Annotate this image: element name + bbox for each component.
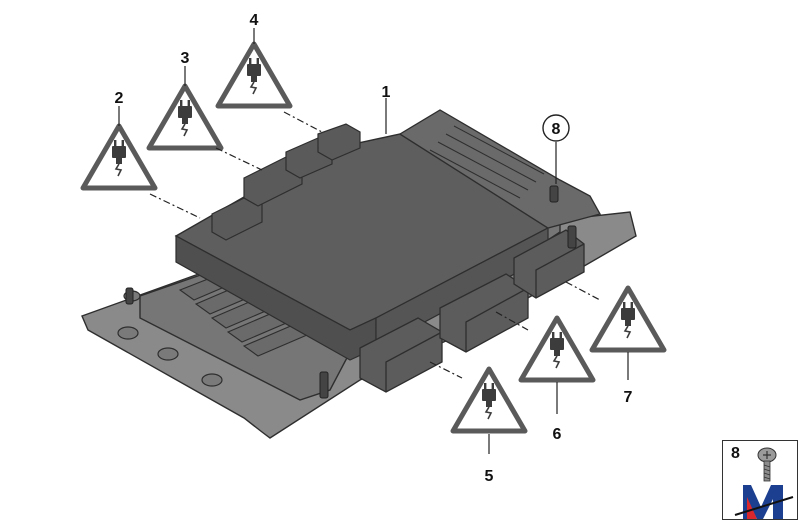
connector-6 [439,273,529,353]
connector-7 [513,229,585,299]
callout-8-circle: 8 [542,114,570,142]
warning-icon-2 [83,126,155,188]
callout-8: 8 [552,121,561,138]
warning-icon-5 [453,369,525,431]
rear-connectors [211,123,361,241]
screw-icon [757,447,777,482]
legend-graphic [734,447,794,519]
warning-icon-4 [218,44,290,106]
leader-lines [118,28,629,454]
clips [125,185,577,399]
callout-1: 1 [382,84,391,101]
right-fins [429,125,545,199]
connector-5 [359,317,443,393]
legend-part-number: 8 [731,445,740,462]
warning-icon-6 [521,318,593,380]
callout-4: 4 [250,12,259,29]
front-connectors [359,229,585,393]
warning-icon-3 [149,86,221,148]
control-unit [81,109,637,439]
callout-5: 5 [485,468,494,485]
callout-6: 6 [553,426,562,443]
m-logo [734,485,794,519]
callout-3: 3 [181,50,190,67]
legend-box: 8 [722,440,798,520]
callout-7: 7 [624,389,633,406]
warning-icon-7 [592,288,664,350]
callout-2: 2 [115,90,124,107]
